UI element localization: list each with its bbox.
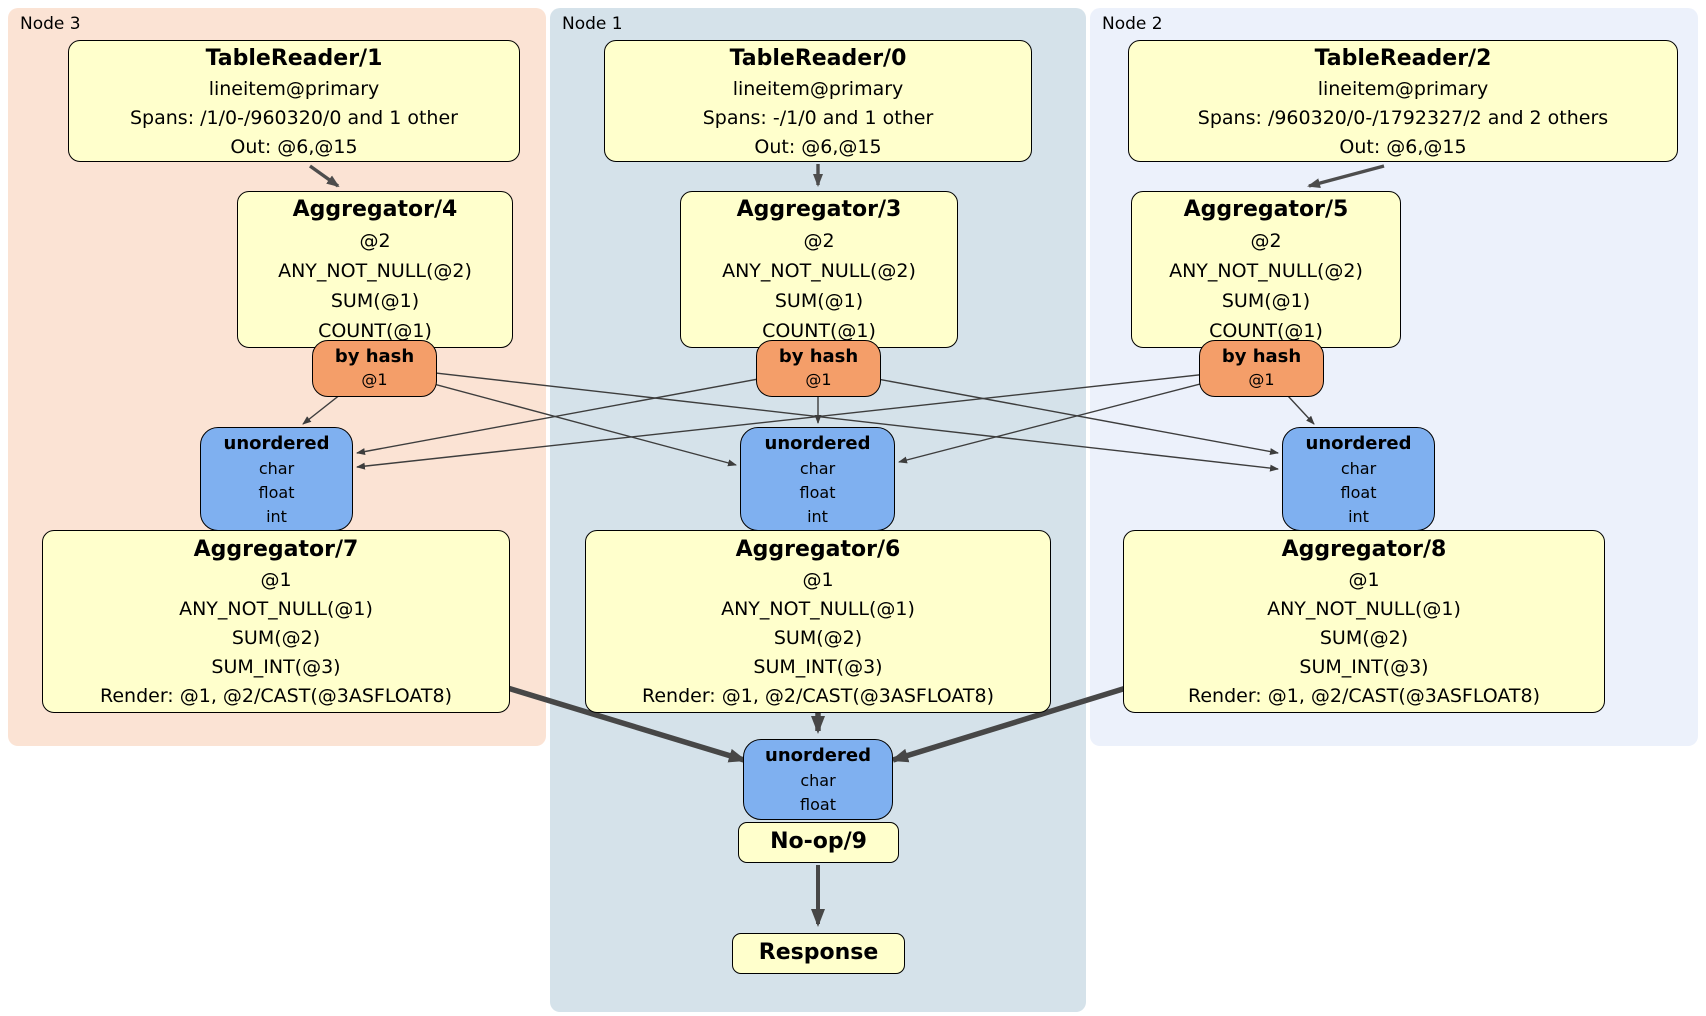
tablereader2-index: lineitem@primary [1317,78,1489,100]
hash-router3-key: @1 [361,370,388,389]
final-sync-col2: float [800,795,836,814]
aggregator4-box: Aggregator/4 @2 ANY_NOT_NULL(@2) SUM(@1)… [237,191,513,348]
tablereader1-title: TableReader/1 [205,46,383,71]
final-merge-arrows [467,673,1166,763]
aggregator3-title: Aggregator/3 [736,197,902,222]
tablereader2-spans: Spans: /960320/0-/1792327/2 and 2 others [1197,107,1609,129]
aggregator8-render: Render: @1, @2/CAST(@3ASFLOAT8) [1188,685,1540,707]
tablereader0-index: lineitem@primary [732,78,904,100]
aggregator3-group: @2 [803,230,835,252]
aggregator6-title: Aggregator/6 [735,537,901,562]
aggregator5-box: Aggregator/5 @2 ANY_NOT_NULL(@2) SUM(@1)… [1131,191,1401,348]
tablereader0-spans: Spans: -/1/0 and 1 other [702,107,934,129]
aggregator5-fn1: ANY_NOT_NULL(@2) [1169,260,1363,282]
aggregator8-group: @1 [1348,569,1380,591]
aggregator5-group: @2 [1250,230,1282,252]
aggregator8-fn3: SUM_INT(@3) [1299,656,1429,678]
aggregator7-box: Aggregator/7 @1 ANY_NOT_NULL(@1) SUM(@2)… [42,530,510,713]
arrow-tr1-agg4 [309,164,340,188]
sync2-col1: char [1340,459,1377,478]
sync3-title: unordered [223,433,330,454]
aggregator8-title: Aggregator/8 [1281,537,1447,562]
hash-router2-box: by hash @1 [1199,340,1324,397]
aggregator5-fn2: SUM(@1) [1221,290,1311,312]
noop-box: No-op/9 [738,822,899,863]
sync1-box: unordered char float int [740,427,895,531]
aggregator8-fn1: ANY_NOT_NULL(@1) [1267,598,1461,620]
sync2-title: unordered [1305,433,1412,454]
tablereader2-out: Out: @6,@15 [1339,136,1467,158]
aggregator8-fn2: SUM(@2) [1319,627,1409,649]
hash-router3-box: by hash @1 [312,340,437,397]
arrow-agg7-finalsync [467,673,747,763]
sync1-col1: char [799,459,836,478]
hash-router2-title: by hash [1221,346,1302,367]
sync2-col2: float [1340,483,1377,502]
tablereader2-box: TableReader/2 lineitem@primary Spans: /9… [1128,40,1678,162]
aggregator6-fn3: SUM_INT(@3) [753,656,883,678]
aggregator7-fn2: SUM(@2) [231,627,321,649]
edge-hash1-sync3 [356,367,819,455]
aggregator7-fn3: SUM_INT(@3) [211,656,341,678]
aggregator4-fn1: ANY_NOT_NULL(@2) [278,260,472,282]
sync2-box: unordered char float int [1282,427,1435,531]
edge-hash3-sync2 [373,365,1279,472]
final-sync-title: unordered [765,745,871,766]
final-sync-col1: char [800,771,836,790]
tablereader0-title: TableReader/0 [729,46,907,71]
aggregator4-title: Aggregator/4 [292,197,458,222]
aggregator5-title: Aggregator/5 [1183,197,1349,222]
aggregator7-group: @1 [260,569,292,591]
hash-router1-key: @1 [805,370,832,389]
response-box: Response [732,933,905,974]
sync3-col3: int [266,507,287,526]
arrow-tr2-agg5 [1307,164,1385,188]
sync2-col3: int [1348,507,1369,526]
sync1-title: unordered [764,433,871,454]
node1-label: Node 1 [562,14,623,34]
edge-hash2-sync3 [356,367,1263,470]
aggregator3-box: Aggregator/3 @2 ANY_NOT_NULL(@2) SUM(@1)… [680,191,958,348]
hash-router1-title: by hash [778,346,859,367]
aggregator4-fn2: SUM(@1) [330,290,420,312]
tablereader-arrows [309,164,1385,188]
node3-label: Node 3 [20,14,81,34]
tablereader1-index: lineitem@primary [208,78,380,100]
edge-hash1-sync2 [817,367,1279,455]
sync1-col3: int [807,507,828,526]
aggregator5-fn3: COUNT(@1) [1209,320,1323,342]
aggregator7-render: Render: @1, @2/CAST(@3ASFLOAT8) [100,685,452,707]
aggregator6-box: Aggregator/6 @1 ANY_NOT_NULL(@1) SUM(@2)… [585,530,1051,713]
aggregator8-box: Aggregator/8 @1 ANY_NOT_NULL(@1) SUM(@2)… [1123,530,1605,713]
sync1-col2: float [799,483,836,502]
tablereader2-title: TableReader/2 [1314,46,1492,71]
aggregator3-fn2: SUM(@1) [774,290,864,312]
aggregator7-fn1: ANY_NOT_NULL(@1) [179,598,373,620]
aggregator4-group: @2 [359,230,391,252]
tablereader0-box: TableReader/0 lineitem@primary Spans: -/… [604,40,1032,162]
sync3-col1: char [258,459,295,478]
aggregator4-fn3: COUNT(@1) [318,320,432,342]
arrow-agg8-finalsync [890,673,1166,763]
tablereader1-box: TableReader/1 lineitem@primary Spans: /1… [68,40,520,162]
aggregator3-fn1: ANY_NOT_NULL(@2) [722,260,916,282]
aggregator6-fn1: ANY_NOT_NULL(@1) [721,598,915,620]
tablereader1-out: Out: @6,@15 [230,136,358,158]
aggregator6-group: @1 [802,569,834,591]
aggregator7-title: Aggregator/7 [193,537,359,562]
hash-router3-title: by hash [334,346,415,367]
tablereader1-spans: Spans: /1/0-/960320/0 and 1 other [130,107,458,129]
sync3-col2: float [258,483,295,502]
sync3-box: unordered char float int [200,427,353,531]
tablereader0-out: Out: @6,@15 [754,136,882,158]
aggregator3-fn3: COUNT(@1) [762,320,876,342]
hash-router1-box: by hash @1 [756,340,881,397]
aggregator6-render: Render: @1, @2/CAST(@3ASFLOAT8) [642,685,994,707]
aggregator6-fn2: SUM(@2) [773,627,863,649]
hash-router2-key: @1 [1248,370,1275,389]
node2-label: Node 2 [1102,14,1163,34]
final-sync-box: unordered char float [743,739,893,820]
